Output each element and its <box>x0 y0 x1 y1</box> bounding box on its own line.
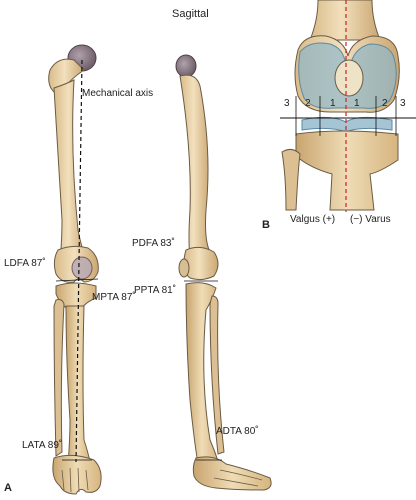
sagittal-foot <box>192 456 272 491</box>
pdfa-label: PDFA 83˚ <box>132 238 175 249</box>
fibula <box>53 299 65 457</box>
femur-neck <box>48 58 85 93</box>
sagittal-fibula <box>209 295 225 455</box>
panel-b-letter: B <box>262 219 270 231</box>
frontal-leg-bones <box>48 44 102 495</box>
mpta-label: MPTA 87˚ <box>92 292 136 303</box>
intercondylar-notch <box>334 59 364 97</box>
adta-label: ADTA 80˚ <box>216 426 259 437</box>
zone-label-right-2: 2 <box>382 98 388 109</box>
sagittal-tibia <box>185 282 219 465</box>
ppta-label: PPTA 81˚ <box>134 285 177 296</box>
zone-label-right-3: 3 <box>400 98 406 109</box>
mechanical-axis-label: Mechanical axis <box>82 88 154 99</box>
knee-tibia <box>295 130 399 211</box>
patella <box>71 256 93 280</box>
knee-detail <box>280 0 416 212</box>
femur-shaft <box>53 79 87 263</box>
sagittal-view-title: Sagittal <box>172 8 209 20</box>
valgus-label: Valgus (+) <box>290 214 336 225</box>
zone-label-right-1: 1 <box>354 98 360 109</box>
panel-a-letter: A <box>4 482 12 494</box>
sagittal-leg-bones <box>175 54 272 491</box>
zone-label-left-3: 3 <box>284 98 290 109</box>
sagittal-femoral-head <box>175 54 197 78</box>
knee-femur-shaft <box>309 0 381 41</box>
foot-bones <box>52 454 102 495</box>
zone-label-left-1: 1 <box>330 98 336 109</box>
knee-fibula <box>281 148 301 211</box>
menisci <box>301 116 393 133</box>
zone-label-left-2: 2 <box>305 98 311 109</box>
ldfa-label: LDFA 87˚ <box>4 258 46 269</box>
lata-label: LATA 89˚ <box>22 440 63 451</box>
sagittal-distal-femur <box>183 246 219 281</box>
sagittal-femur-shaft <box>179 74 211 259</box>
sagittal-patella <box>178 258 190 278</box>
varus-label: (−) Varus <box>350 214 391 225</box>
